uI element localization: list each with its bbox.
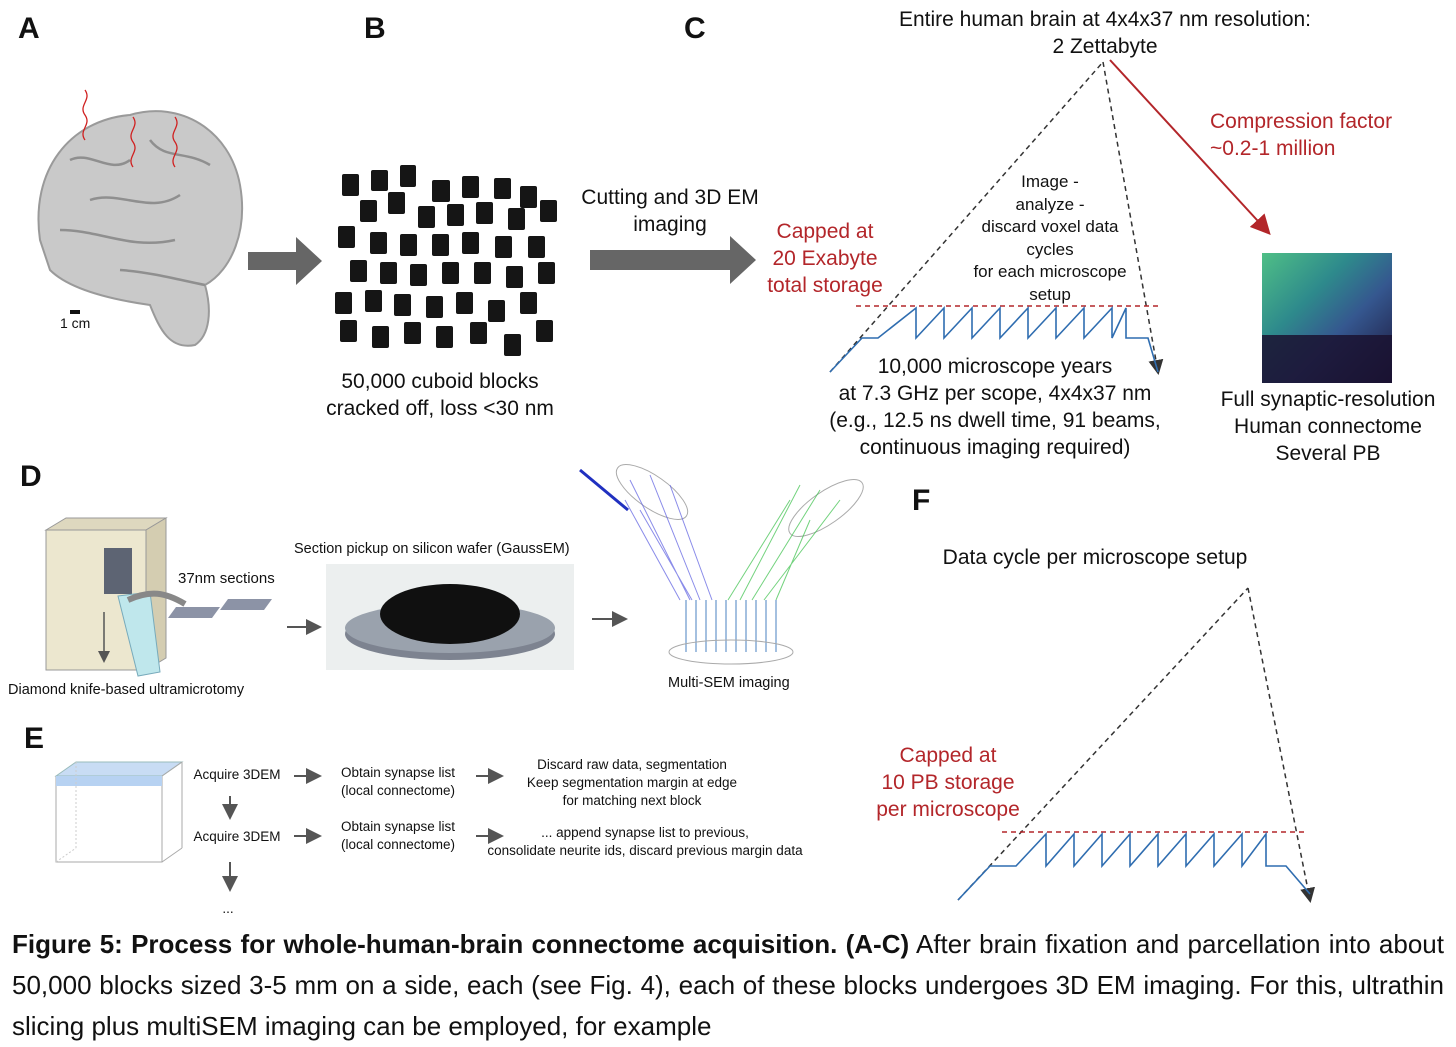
result-line-2: Human connectome (1234, 415, 1422, 438)
arrow-a-to-b (248, 237, 322, 285)
caption-text: After brain fixation and parcellation in… (12, 929, 1444, 1041)
panel-c-diagram (829, 59, 1271, 375)
append-line-1: ... append synapse list to previous, (541, 825, 749, 840)
append-synapse-label: ... append synapse list to previous, con… (460, 824, 830, 860)
compression-line-2: ~0.2-1 million (1210, 137, 1336, 160)
figure-graphics (37, 59, 1392, 903)
obtain2-line-1: Obtain synapse list (340, 819, 456, 834)
panel-label-f: F (912, 484, 931, 517)
arrow-b-to-c (590, 236, 756, 284)
multisem-beams (579, 464, 864, 665)
panel-label-b: B (364, 12, 386, 45)
ultramicrotomy-label: Diamond knife-based ultramicrotomy (8, 682, 245, 698)
wafer-sections (380, 584, 520, 644)
discard-line-2: Keep segmentation margin at edge (526, 775, 738, 790)
years-line-4: continuous imaging required) (859, 436, 1131, 459)
blocks-caption-line-1: 50,000 cuboid blocks (341, 370, 539, 393)
brain-size-title-line-1: Entire human brain at 4x4x37 nm resoluti… (898, 8, 1312, 31)
cap-10pb-line-2: 10 PB storage (881, 771, 1015, 794)
cuboid-blocks (335, 165, 557, 356)
obtain-synapse-list-1: Obtain synapse list (local connectome) (320, 764, 476, 800)
cap-20eb-line-2: 20 Exabyte (772, 247, 878, 270)
cap-20eb-label: Capped at 20 Exabyte total storage (750, 218, 900, 299)
discard-line-1: Discard raw data, segmentation (537, 757, 727, 772)
result-line-1: Full synaptic-resolution (1220, 388, 1436, 411)
blocks-caption: 50,000 cuboid blocks cracked off, loss <… (300, 368, 580, 422)
cycle-line-5: for each microscope (973, 262, 1127, 281)
connectome-result-label: Full synaptic-resolution Human connectom… (1206, 386, 1450, 467)
scale-bar (70, 310, 80, 314)
panel-label-e: E (24, 722, 45, 755)
panel-label-a: A (18, 12, 40, 45)
continuation-ellipsis: ... (222, 901, 234, 916)
acquire-3dem-1: Acquire 3DEM (193, 767, 281, 782)
block-cube-illustration (54, 761, 184, 863)
cap-20eb-line-1: Capped at (776, 220, 874, 243)
result-line-3: Several PB (1275, 442, 1381, 465)
figure-caption: Figure 5: Process for whole-human-brain … (12, 924, 1444, 1047)
data-cycle-title: Data cycle per microscope setup (942, 546, 1248, 569)
cutting-label-line-2: imaging (633, 213, 707, 236)
append-line-2: consolidate neurite ids, discard previou… (487, 843, 803, 858)
discard-line-3: for matching next block (562, 793, 702, 808)
cap-10pb-line-3: per microscope (876, 798, 1020, 821)
obtain-synapse-list-2: Obtain synapse list (local connectome) (320, 818, 476, 854)
fixation-wavy-arrows (82, 89, 178, 168)
cutting-label: Cutting and 3D EM imaging (560, 184, 780, 238)
years-line-1: 10,000 microscope years (877, 355, 1113, 378)
microscope-years-label: 10,000 microscope years at 7.3 GHz per s… (800, 353, 1190, 461)
cutting-label-line-1: Cutting and 3D EM (581, 186, 759, 209)
years-line-2: at 7.3 GHz per scope, 4x4x37 nm (838, 382, 1152, 405)
ultramicrotome-illustration (44, 517, 187, 677)
cap-20eb-line-3: total storage (767, 274, 883, 297)
cycle-line-4: cycles (1026, 239, 1074, 259)
panel-f-diagram (957, 587, 1316, 903)
cycle-line-1: Image - (1021, 172, 1079, 191)
panel-label-c: C (684, 12, 706, 45)
wafer-label: Section pickup on silicon wafer (GaussEM… (294, 541, 570, 557)
obtain1-line-2: (local connectome) (340, 783, 456, 798)
cap-10pb-label: Capped at 10 PB storage per microscope (860, 742, 1036, 823)
discard-raw-data-label: Discard raw data, segmentation Keep segm… (500, 756, 764, 810)
cycle-line-6: setup (1029, 284, 1071, 304)
years-line-3: (e.g., 12.5 ns dwell time, 91 beams, (829, 409, 1161, 432)
cycle-line-2: analyze - (1015, 194, 1085, 214)
compression-line-1: Compression factor (1210, 110, 1393, 133)
obtain1-line-1: Obtain synapse list (340, 765, 456, 780)
panel-label-d: D (20, 460, 42, 493)
blocks-caption-line-2: cracked off, loss <30 nm (326, 397, 554, 420)
cycle-line-3: discard voxel data (981, 217, 1119, 236)
scale-bar-label: 1 cm (60, 315, 91, 331)
panel-e-arrows (222, 768, 504, 892)
cap-10pb-line-1: Capped at (899, 744, 997, 767)
obtain2-line-2: (local connectome) (340, 837, 456, 852)
brain-size-title-line-2: 2 Zettabyte (1052, 35, 1158, 58)
acquire-3dem-2: Acquire 3DEM (193, 829, 281, 844)
compression-factor-label: Compression factor ~0.2-1 million (1210, 108, 1440, 162)
image-analyze-cycle-label: Image - analyze - discard voxel data cyc… (960, 171, 1140, 306)
section-2 (220, 599, 272, 610)
section-1 (168, 607, 220, 618)
multisem-label: Multi-SEM imaging (668, 675, 790, 691)
caption-bold: Figure 5: Process for whole-human-brain … (12, 929, 910, 959)
brain-size-title: Entire human brain at 4x4x37 nm resoluti… (860, 6, 1350, 60)
sections-label: 37nm sections (178, 570, 275, 587)
brain-illustration (37, 110, 244, 347)
